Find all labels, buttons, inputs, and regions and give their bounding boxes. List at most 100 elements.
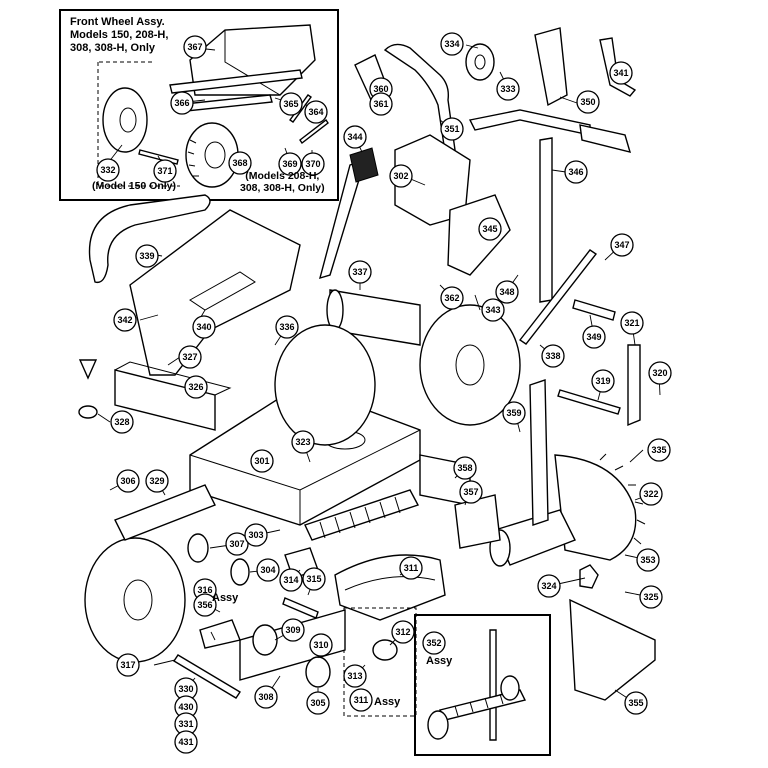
callout-number-356: 356	[197, 600, 212, 610]
callout-number-339: 339	[139, 251, 154, 261]
callout-number-305: 305	[310, 698, 325, 708]
rod-319	[557, 389, 621, 415]
callout-325: 325	[639, 585, 663, 609]
callout-circle-357	[459, 480, 483, 504]
callout-number-335: 335	[651, 445, 666, 455]
callout-circle-320	[648, 361, 672, 385]
callout-344: 344	[343, 125, 367, 149]
pulley-310	[305, 656, 331, 688]
bracket-357	[454, 494, 501, 549]
tread-wheel-368-teeth	[187, 139, 199, 177]
callout-number-324: 324	[541, 581, 556, 591]
callout-353: 353	[636, 548, 660, 572]
callout-352: 352	[422, 631, 446, 655]
callout-430: 430	[174, 695, 198, 719]
callout-number-301: 301	[254, 456, 269, 466]
callout-circle-309	[281, 618, 305, 642]
callout-312: 312	[391, 620, 415, 644]
callout-circle-338	[541, 344, 565, 368]
callout-number-362: 362	[444, 293, 459, 303]
callout-number-371: 371	[157, 166, 172, 176]
callout-circle-301	[250, 449, 274, 473]
callout-319: 319	[591, 369, 615, 393]
axle-tube-326-top	[114, 361, 232, 396]
wheel-332-right	[419, 304, 521, 426]
callout-circle-315	[302, 567, 326, 591]
callout-number-309: 309	[285, 625, 300, 635]
callout-circle-328	[110, 410, 134, 434]
callout-number-342: 342	[117, 315, 132, 325]
callout-328: 328	[110, 410, 134, 434]
belt-339	[88, 194, 211, 284]
callout-number-340: 340	[196, 322, 211, 332]
bracket-341	[599, 37, 637, 97]
callout-circle-326	[184, 375, 208, 399]
callout-335: 335	[647, 438, 671, 462]
callout-320: 320	[648, 361, 672, 385]
callout-circle-348	[495, 280, 519, 304]
callout-number-369: 369	[282, 159, 297, 169]
main-frame-301-edges	[189, 429, 421, 525]
blade-322-teeth	[599, 453, 646, 545]
callout-circle-371	[153, 159, 177, 183]
wheel-332-left	[84, 537, 186, 663]
callout-circle-308	[254, 685, 278, 709]
callout-368: 368	[228, 151, 252, 175]
linkage-rod	[489, 629, 497, 741]
grip-350	[534, 27, 568, 107]
callout-number-330: 330	[178, 684, 193, 694]
callout-number-365: 365	[283, 99, 298, 109]
callout-circle-344	[343, 125, 367, 149]
linkage-cap	[427, 710, 449, 740]
wheel-332-right-hub	[455, 344, 485, 386]
callout-circle-325	[639, 585, 663, 609]
callout-number-364: 364	[308, 107, 323, 117]
plate-346	[539, 137, 553, 303]
callout-circle-323	[291, 430, 315, 454]
tube-337-end	[326, 289, 344, 331]
callout-357: 357	[459, 480, 483, 504]
callout-circle-341	[609, 61, 633, 85]
callout-323: 323	[291, 430, 315, 454]
callout-circle-335	[647, 438, 671, 462]
callout-361: 361	[369, 92, 393, 116]
callout-circle-368	[228, 151, 252, 175]
callout-number-327: 327	[182, 352, 197, 362]
callout-338: 338	[541, 344, 565, 368]
callout-number-344: 344	[347, 132, 362, 142]
callout-number-329: 329	[149, 476, 164, 486]
axle-bracket-edge	[224, 30, 281, 96]
callout-number-353: 353	[640, 555, 655, 565]
callout-341: 341	[609, 61, 633, 85]
deflector-355	[569, 598, 656, 701]
bolt-349	[572, 299, 616, 321]
eye-bolt-328	[78, 405, 98, 419]
callout-circle-310	[309, 633, 333, 657]
callout-313: 313	[343, 664, 367, 688]
callout-circle-313	[343, 664, 367, 688]
pulley-plate-308	[239, 609, 346, 681]
callout-number-430: 430	[178, 702, 193, 712]
callout-number-361: 361	[373, 99, 388, 109]
axle-rod	[169, 69, 303, 94]
callout-circle-337	[348, 260, 372, 284]
callout-number-366: 366	[174, 98, 189, 108]
handle-crossbar	[468, 109, 591, 136]
callout-number-322: 322	[643, 489, 658, 499]
callout-number-314: 314	[283, 575, 298, 585]
callout-322: 322	[639, 482, 663, 506]
callout-number-351: 351	[444, 124, 459, 134]
callout-324: 324	[537, 574, 561, 598]
callout-number-333: 333	[500, 84, 515, 94]
callout-number-359: 359	[506, 408, 521, 418]
callout-356: 356	[193, 593, 217, 617]
note-models-208: (Models 208-H, 308, 308-H, Only)	[240, 170, 325, 194]
tread-wheel-368	[185, 122, 239, 188]
callout-circle-340	[192, 315, 216, 339]
spring-303	[304, 489, 420, 541]
callout-circle-349	[582, 325, 606, 349]
callout-343: 343	[481, 298, 505, 322]
callout-circle-305	[306, 691, 330, 715]
inset-title-line-2: Models 150, 208-H,	[70, 29, 169, 41]
